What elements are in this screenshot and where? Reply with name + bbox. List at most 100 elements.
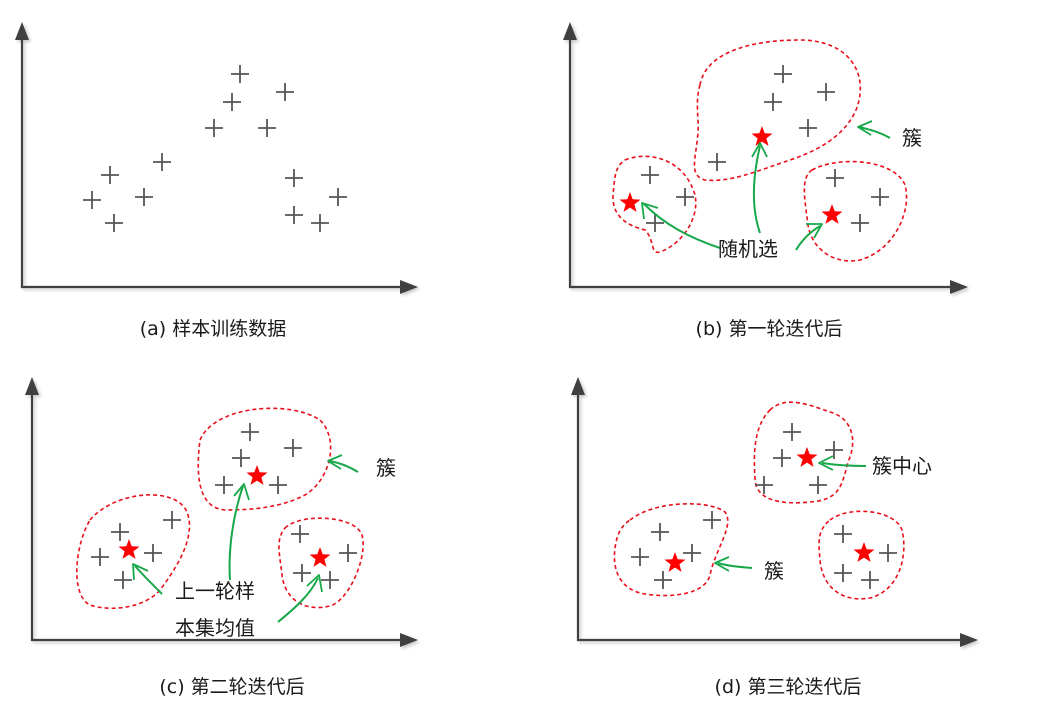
cluster-outline: [278, 517, 364, 609]
plus-marker: [135, 188, 153, 206]
axes: [563, 22, 968, 294]
plus-marker: [83, 191, 101, 209]
annotation-arrow: [795, 225, 821, 251]
cluster-outline: [753, 401, 854, 504]
plus-marker: [321, 571, 339, 589]
plus-marker: [223, 93, 241, 111]
plus-marker: [215, 476, 233, 494]
plus-marker: [276, 83, 294, 101]
plus-marker: [631, 548, 649, 566]
plus-marker: [284, 439, 302, 457]
plus-marker: [241, 423, 259, 441]
plus-marker: [231, 65, 249, 83]
cluster-label: 簇: [764, 559, 784, 583]
plus-marker: [851, 214, 869, 232]
plus-marker: [144, 544, 162, 562]
cluster-label: 簇: [376, 456, 396, 480]
star-marker: [246, 465, 268, 485]
plus-marker: [205, 119, 223, 137]
star-marker: [853, 542, 875, 562]
plus-marker: [311, 214, 329, 232]
arrowhead-icon: [818, 455, 834, 471]
centroid-stars: [118, 465, 331, 567]
plus-marker: [879, 544, 897, 562]
cluster-label: 簇: [902, 126, 922, 150]
plus-marker: [683, 544, 701, 562]
arrowhead-icon: [233, 483, 250, 501]
cluster-outline: [693, 39, 861, 182]
cluster-outline: [803, 160, 908, 262]
sample-points: [91, 423, 357, 589]
plus-marker: [232, 449, 250, 467]
star-marker: [796, 447, 818, 467]
plus-marker: [809, 476, 827, 494]
plus-marker: [774, 65, 792, 83]
plus-marker: [329, 188, 347, 206]
cluster-outline: [76, 494, 191, 610]
star-marker: [619, 192, 641, 212]
plus-marker: [825, 441, 843, 459]
annotation-arrow: [859, 126, 891, 139]
axes: [15, 22, 418, 294]
plus-marker: [291, 525, 309, 543]
annotation-arrow: [329, 460, 359, 473]
plus-marker: [101, 166, 119, 184]
plus-marker: [91, 548, 109, 566]
plus-marker: [676, 188, 694, 206]
annotation-arrow: [643, 203, 721, 249]
caption: (a) 样本训练数据: [140, 318, 287, 340]
annotation-arrow: [134, 565, 163, 595]
plus-marker: [799, 119, 817, 137]
cluster-outline: [612, 155, 697, 254]
plus-marker: [285, 206, 303, 224]
cluster-outline: [613, 503, 729, 597]
arrowhead-icon: [132, 563, 149, 581]
cluster-center-label: 簇中心: [872, 454, 932, 478]
plus-marker: [773, 449, 791, 467]
sample-points: [631, 423, 897, 589]
plus-marker: [269, 476, 287, 494]
plus-marker: [293, 564, 311, 582]
star-marker: [664, 552, 686, 572]
plus-marker: [783, 423, 801, 441]
plus-marker: [285, 169, 303, 187]
arrowhead-icon: [751, 142, 768, 158]
centroid-stars: [619, 126, 843, 224]
annotation-arrow: [753, 145, 761, 234]
cluster-outline: [197, 407, 332, 511]
star-marker: [309, 547, 331, 567]
caption: (b) 第一轮迭代后: [696, 318, 843, 340]
plus-marker: [646, 214, 664, 232]
plus-marker: [817, 83, 835, 101]
sample-points: [83, 65, 347, 232]
previous-mean-label-line2: 本集均值: [175, 616, 255, 640]
annotation-arrow: [717, 562, 753, 569]
centroid-stars: [664, 447, 875, 572]
annotation-arrow: [277, 577, 319, 623]
previous-mean-label-line1: 上一轮样: [175, 579, 255, 603]
plus-marker: [755, 476, 773, 494]
axes: [25, 377, 418, 647]
plus-marker: [764, 93, 782, 111]
plus-marker: [651, 523, 669, 541]
arrowhead-icon: [857, 120, 873, 136]
panel-c: 簇 上一轮样 本集均值 (c) 第二轮迭代后: [25, 377, 418, 698]
star-marker: [821, 204, 843, 224]
sample-points: [641, 65, 889, 232]
arrowhead-icon: [641, 202, 659, 220]
panel-b: 簇 随机选 (b) 第一轮迭代后: [563, 22, 968, 340]
annotation-arrow: [821, 462, 867, 467]
panel-d: 簇中心 簇 (d) 第三轮迭代后: [571, 377, 978, 698]
plus-marker: [834, 564, 852, 582]
arrowhead-icon: [806, 223, 823, 239]
plus-marker: [339, 544, 357, 562]
panel-a: (a) 样本训练数据: [15, 22, 418, 340]
star-marker: [118, 539, 140, 559]
annotation-arrow: [228, 485, 244, 581]
plus-marker: [163, 511, 181, 529]
arrowhead-icon: [327, 454, 343, 470]
plus-marker: [111, 523, 129, 541]
random-select-label: 随机选: [718, 237, 778, 261]
caption: (c) 第二轮迭代后: [159, 676, 304, 698]
